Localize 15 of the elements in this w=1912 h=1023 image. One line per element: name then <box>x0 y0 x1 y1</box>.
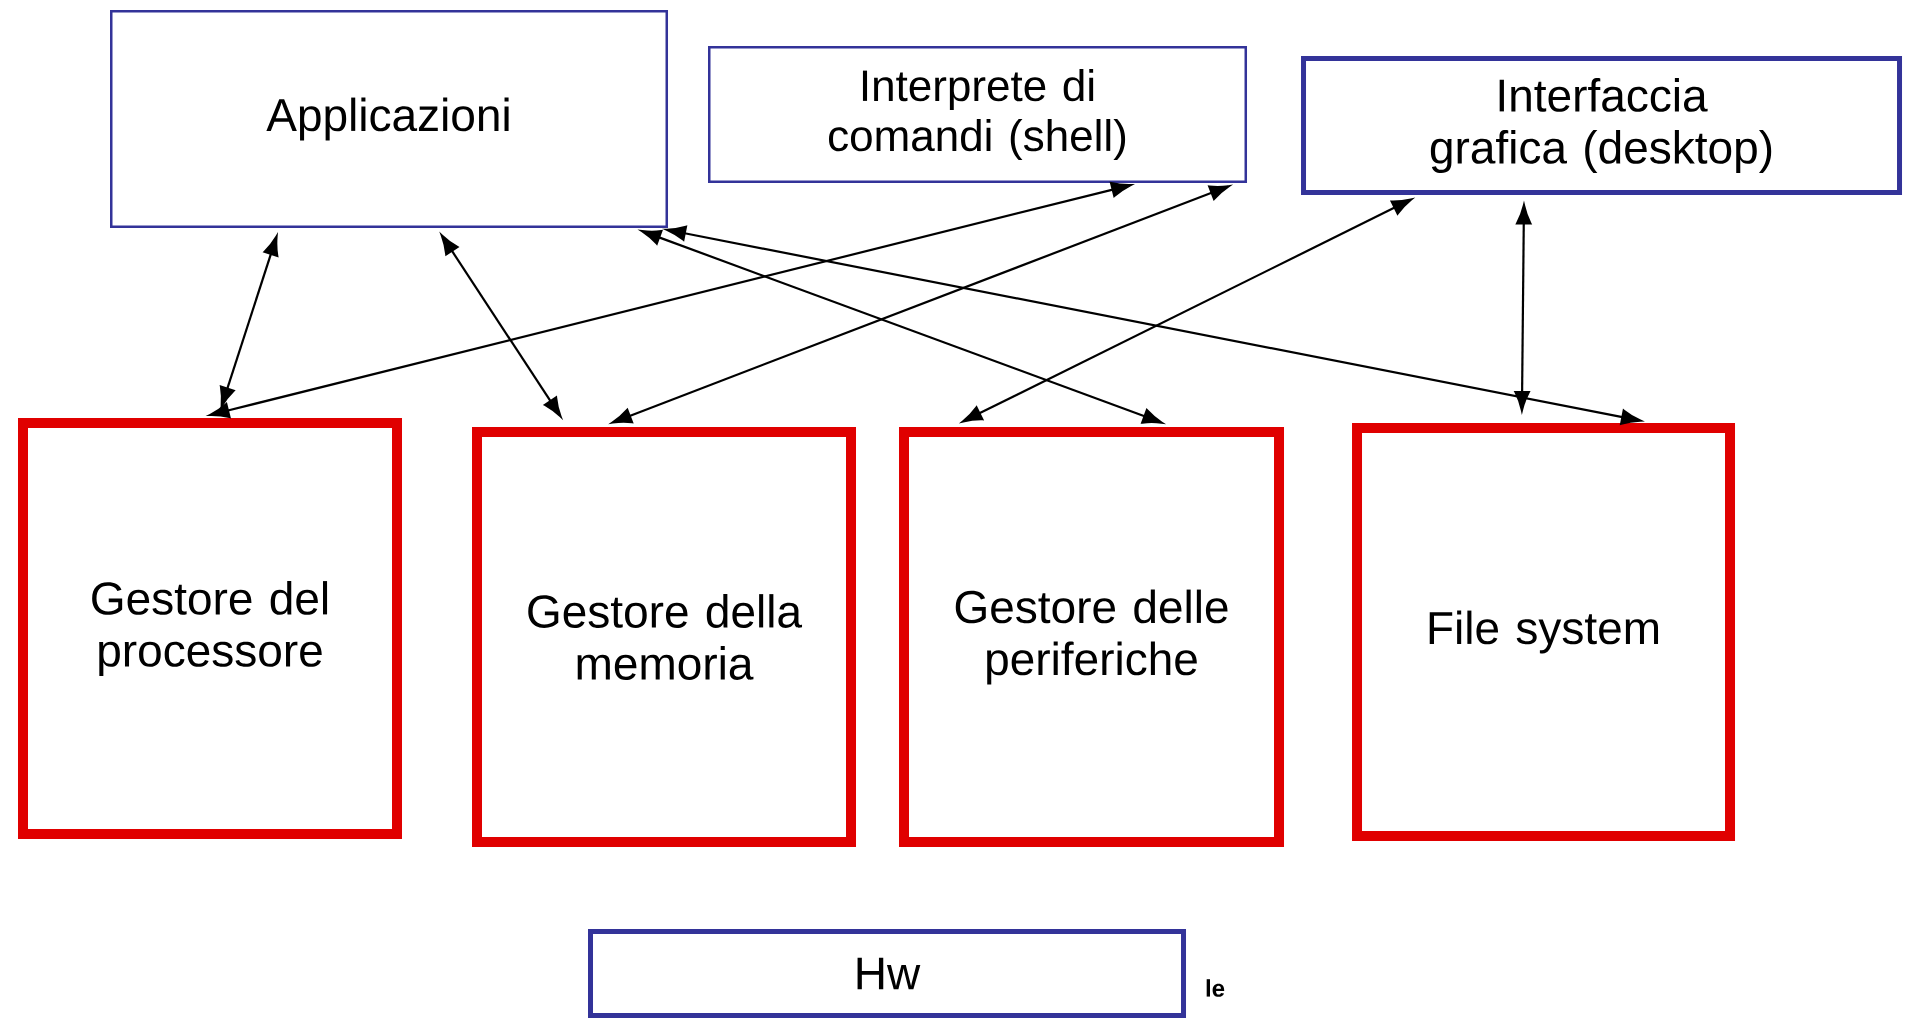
module-box: Gestore del processore <box>18 418 402 839</box>
module-box: File system <box>1352 423 1735 841</box>
module-box: Gestore della memoria <box>472 427 856 847</box>
layer-box: Interprete di comandi (shell) <box>708 46 1247 183</box>
arrow <box>219 235 279 407</box>
arrow <box>665 225 1642 425</box>
layer-box: Applicazioni <box>110 10 668 228</box>
layer-box: Interfaccia grafica (desktop) <box>1301 56 1902 195</box>
arrow <box>640 230 1163 424</box>
note-text: le <box>1206 979 1225 997</box>
hardware-box: Hw <box>588 929 1186 1018</box>
arrow <box>962 198 1412 423</box>
arrow <box>611 185 1230 424</box>
module-box: Gestore delle periferiche <box>899 427 1284 847</box>
arrow <box>440 234 562 418</box>
